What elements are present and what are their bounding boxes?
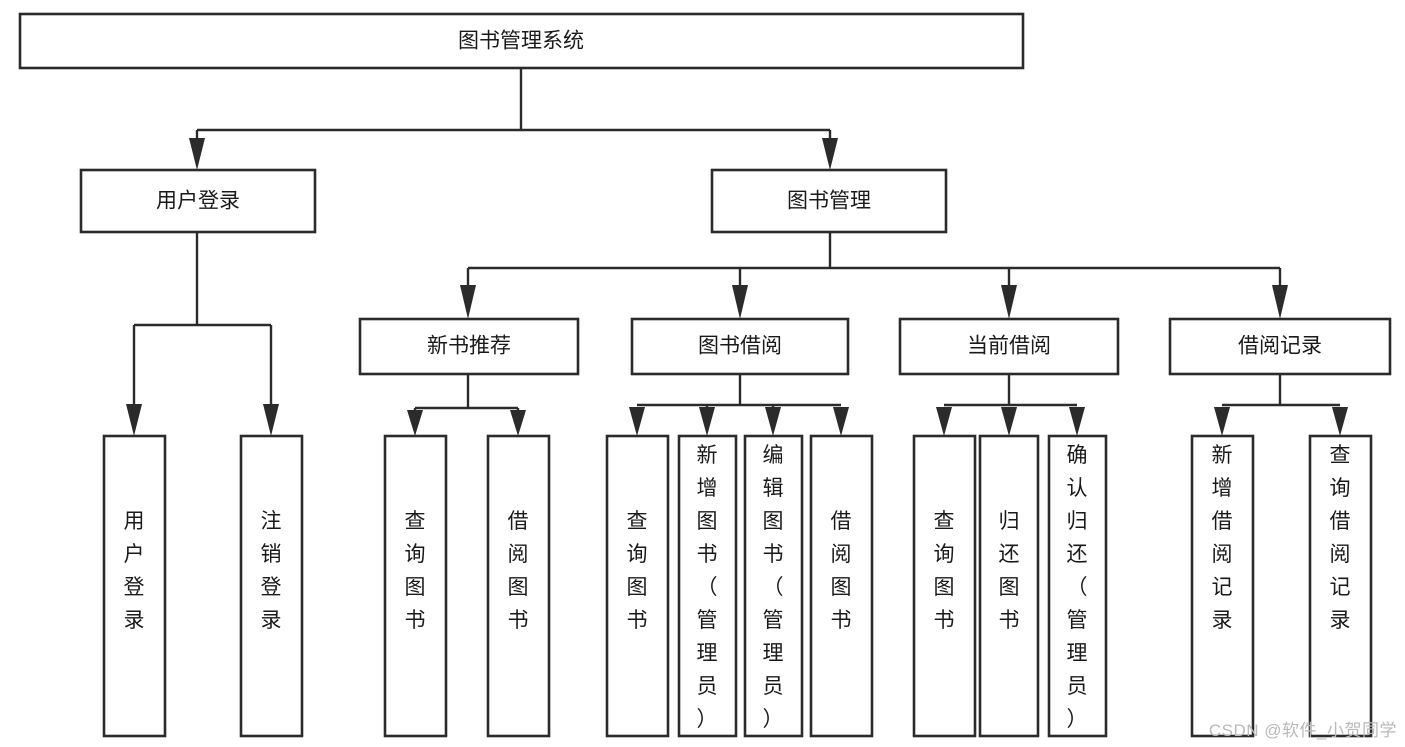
leaf-book-borrow-1[interactable]: 查询图书	[605, 434, 670, 738]
arrow-bookborrow-leaf-3	[765, 407, 781, 436]
arrow-currentborrow-leaf-3	[1069, 407, 1085, 436]
node-root[interactable]: 图书管理系统	[18, 12, 1025, 70]
node-book-management-box[interactable]	[710, 168, 948, 234]
leaf-borrow-record-2-box[interactable]	[1308, 434, 1373, 738]
node-new-book-recommend-label: 新书推荐	[427, 335, 511, 358]
leaf-book-borrow-4-box[interactable]	[809, 434, 874, 738]
leaf-new-book-rec-2-label: 借阅图书	[508, 510, 529, 632]
arrow-newbook-leaf-1	[407, 410, 423, 436]
leaf-current-borrow-3[interactable]: 确认归还（管理员）	[1047, 434, 1108, 738]
leaf-book-borrow-2-label: 新增图书（管理员）	[697, 444, 718, 731]
leaf-new-book-rec-1-label: 查询图书	[405, 510, 426, 632]
leaf-new-book-rec-1-box[interactable]	[383, 434, 448, 738]
arrow-userlogin-leaf-2	[263, 404, 279, 436]
leaf-borrow-record-1-label: 新增借阅记录	[1212, 444, 1233, 632]
arrow-newbook-leaf-2	[510, 410, 526, 436]
arrow-to-current-borrow	[1001, 285, 1017, 319]
node-book-borrow-label: 图书借阅	[698, 335, 782, 358]
node-borrow-record[interactable]: 借阅记录	[1168, 317, 1392, 376]
leaf-new-book-rec-2[interactable]: 借阅图书	[486, 434, 551, 738]
node-book-management[interactable]: 图书管理	[710, 168, 948, 234]
leaf-borrow-record-1-box[interactable]	[1190, 434, 1255, 738]
arrow-to-borrow-record	[1272, 285, 1288, 319]
node-book-borrow[interactable]: 图书借阅	[630, 317, 850, 376]
arrow-currentborrow-leaf-1	[936, 407, 952, 436]
node-book-management-label: 图书管理	[787, 190, 871, 213]
arrow-borrowrecord-leaf-2	[1332, 407, 1348, 436]
leaf-user-login-1[interactable]: 用户登录	[102, 434, 167, 738]
node-book-borrow-box[interactable]	[630, 317, 850, 376]
leaf-user-login-1-label: 用户登录	[124, 510, 145, 632]
leaf-current-borrow-1-box[interactable]	[912, 434, 977, 738]
arrow-bookborrow-leaf-4	[833, 407, 849, 436]
leaf-borrow-record-2-label: 查询借阅记录	[1330, 444, 1351, 632]
leaf-current-borrow-2[interactable]: 归还图书	[978, 434, 1040, 738]
leaf-book-borrow-4[interactable]: 借阅图书	[809, 434, 874, 738]
leaf-book-borrow-3-label: 编辑图书（管理员）	[763, 444, 784, 731]
leaf-borrow-record-1[interactable]: 新增借阅记录	[1190, 434, 1255, 738]
leaf-user-login-1-box[interactable]	[102, 434, 167, 738]
leaf-current-borrow-1[interactable]: 查询图书	[912, 434, 977, 738]
leaf-borrow-record-2[interactable]: 查询借阅记录	[1308, 434, 1373, 738]
leaf-current-borrow-3-label: 确认归还（管理员）	[1067, 444, 1088, 731]
arrow-bookborrow-leaf-2	[699, 407, 715, 436]
leaf-book-borrow-3[interactable]: 编辑图书（管理员）	[743, 434, 804, 738]
leaf-current-borrow-3-box[interactable]	[1047, 434, 1108, 738]
arrow-to-new-book-rec	[460, 285, 476, 319]
node-current-borrow[interactable]: 当前借阅	[898, 317, 1120, 376]
leaf-current-borrow-2-box[interactable]	[978, 434, 1040, 738]
leaf-user-login-2-box[interactable]	[239, 434, 304, 738]
leaf-book-borrow-1-box[interactable]	[605, 434, 670, 738]
node-current-borrow-label: 当前借阅	[967, 335, 1051, 358]
arrow-borrowrecord-leaf-1	[1214, 407, 1230, 436]
leaf-user-login-2[interactable]: 注销登录	[239, 434, 304, 738]
node-current-borrow-box[interactable]	[898, 317, 1120, 376]
node-new-book-recommend[interactable]: 新书推荐	[358, 317, 580, 376]
arrow-bookborrow-leaf-1	[629, 407, 645, 436]
node-user-login-label: 用户登录	[156, 190, 240, 213]
connector-layer	[126, 68, 1348, 436]
leaf-current-borrow-1-label: 查询图书	[934, 510, 955, 632]
node-borrow-record-label: 借阅记录	[1238, 335, 1322, 358]
leaf-new-book-rec-2-box[interactable]	[486, 434, 551, 738]
arrow-to-book-borrow	[732, 285, 748, 319]
leaf-book-borrow-1-label: 查询图书	[627, 510, 648, 632]
leaf-book-borrow-3-box[interactable]	[743, 434, 804, 738]
leaf-new-book-rec-1[interactable]: 查询图书	[383, 434, 448, 738]
node-new-book-recommend-box[interactable]	[358, 317, 580, 376]
node-root-box[interactable]	[18, 12, 1025, 70]
leaf-book-borrow-4-label: 借阅图书	[831, 510, 852, 632]
leaf-book-borrow-2[interactable]: 新增图书（管理员）	[677, 434, 738, 738]
leaf-book-borrow-2-box[interactable]	[677, 434, 738, 738]
arrow-currentborrow-leaf-2	[1001, 407, 1017, 436]
leaf-current-borrow-2-label: 归还图书	[999, 510, 1020, 632]
arrow-userlogin-leaf-1	[126, 404, 142, 436]
node-user-login-box[interactable]	[79, 168, 317, 234]
arrow-to-book-mgmt	[822, 138, 838, 170]
arrow-to-user-login	[189, 138, 205, 170]
node-user-login[interactable]: 用户登录	[79, 168, 317, 234]
node-borrow-record-box[interactable]	[1168, 317, 1392, 376]
node-root-label: 图书管理系统	[458, 30, 584, 53]
leaf-user-login-2-label: 注销登录	[261, 510, 282, 632]
